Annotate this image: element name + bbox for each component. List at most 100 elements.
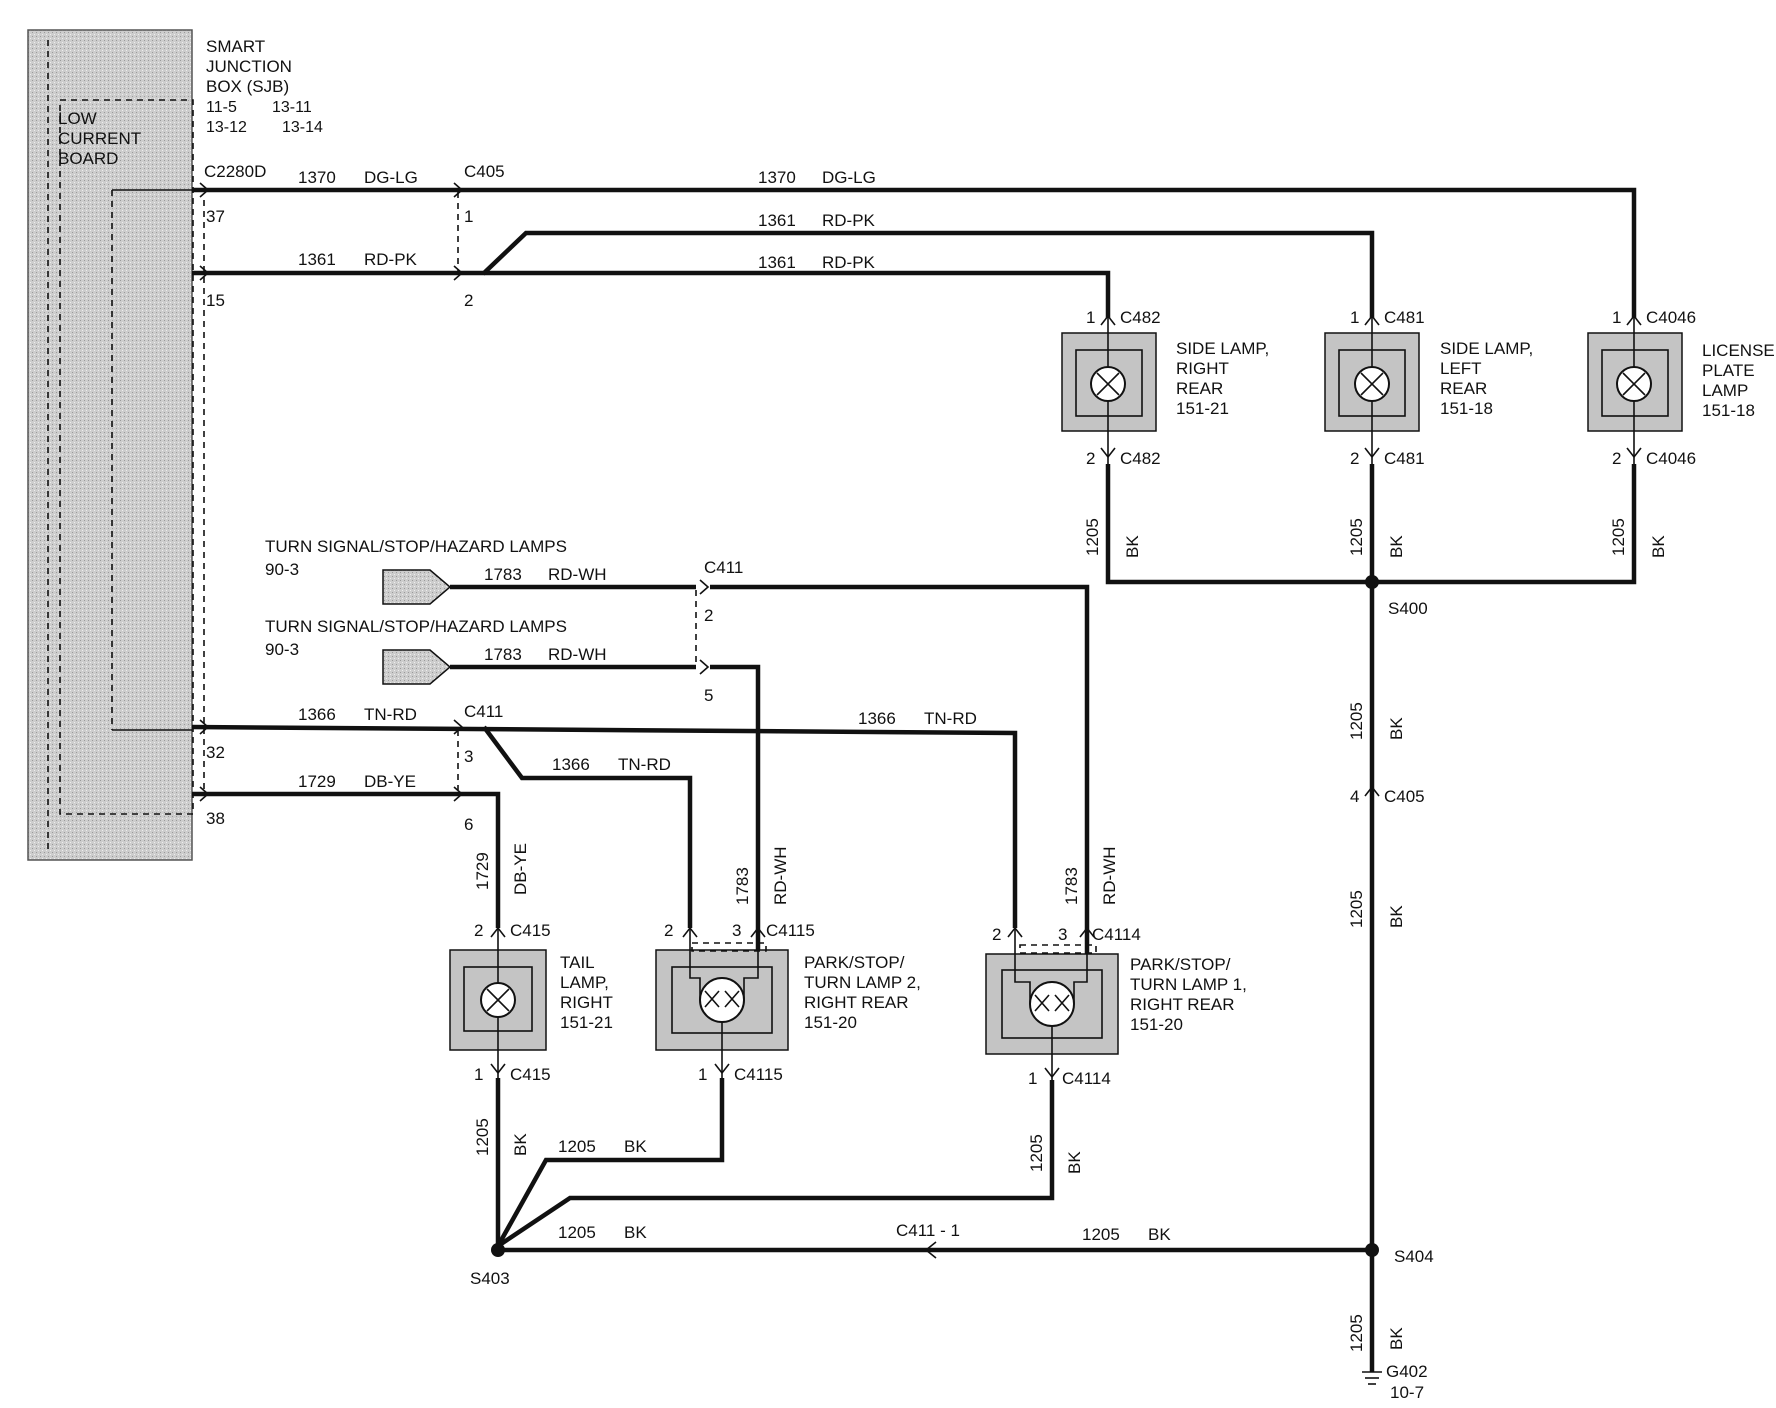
c4115-bottom-pin: 1: [698, 1065, 707, 1084]
c405-pin-2: 2: [464, 291, 473, 310]
wire-1370-color-a: DG-LG: [364, 168, 418, 187]
splice-s404: S404: [1365, 1243, 1434, 1266]
sjb-title-line-3: BOX (SJB): [206, 77, 289, 96]
l1205-a-color: BK: [511, 1133, 530, 1156]
c405-pin-4: 4: [1350, 787, 1359, 806]
lamp-license-plate: 1 C4046 2 C4046 LICENSE PLATE LAMP 151-1…: [1587, 308, 1775, 468]
w1729-color-b: DB-YE: [511, 843, 530, 895]
s404-label: S404: [1394, 1247, 1434, 1266]
lamp-side-right-rear: 1 C482 2 C482 SIDE LAMP, RIGHT REAR 151-…: [1061, 308, 1269, 468]
v1205-b-num: 1205: [1347, 890, 1366, 928]
ground-g402: G402 10-7: [1362, 1362, 1428, 1402]
wire-1361-num-c: 1361: [758, 253, 796, 272]
c405-label: C405: [464, 162, 505, 181]
sjb-ref-1: 11-5: [206, 99, 237, 116]
pst2-line-2: TURN LAMP 2,: [804, 973, 921, 992]
c4046-bottom-pin: 2: [1612, 449, 1621, 468]
c4115-bottom-label: C4115: [734, 1065, 783, 1084]
connector-c411-upper: C411 2 5: [695, 558, 743, 705]
board-label-line-1: LOW: [58, 109, 97, 128]
lamp-park-stop-turn-2: 2 3 C4115 1 C4115 PARK/STOP/ TURN LAMP 2…: [655, 921, 921, 1084]
wire-1729: 1729 DB-YE 1729 DB-YE: [192, 772, 530, 928]
wire-1205-lower: 1205 BK 1205 BK 1205 BK 1205 BK C411 - 1…: [473, 582, 1425, 1372]
sjb-pin-32: 32: [206, 743, 225, 762]
c405-pin-1: 1: [464, 207, 473, 226]
sjb-title-line-1: SMART: [206, 37, 265, 56]
c4114-bottom-pin: 1: [1028, 1069, 1037, 1088]
c482-top-label: C482: [1120, 308, 1161, 327]
l1205-c-color: BK: [1065, 1151, 1084, 1174]
pst2-line-1: PARK/STOP/: [804, 953, 905, 972]
c415-top-pin: 2: [474, 921, 483, 940]
w1366-num-a: 1366: [298, 705, 336, 724]
c481-top-pin: 1: [1350, 308, 1359, 327]
w1729-num-b: 1729: [473, 852, 492, 890]
side-rr-line-2: RIGHT: [1176, 359, 1229, 378]
w1783-num-b: 1783: [484, 645, 522, 664]
sjb-ref-3: 13-12: [206, 119, 247, 136]
c481-top-label: C481: [1384, 308, 1425, 327]
g1205-a-color: BK: [1123, 535, 1142, 558]
wire-1370-num-b: 1370: [758, 168, 796, 187]
c405-lower-label: C405: [1384, 787, 1425, 806]
w1366-num-b: 1366: [552, 755, 590, 774]
l1205-c-num: 1205: [1027, 1134, 1046, 1172]
c411-lower-pin-3: 3: [464, 747, 473, 766]
c482-bottom-pin: 2: [1086, 449, 1095, 468]
sjb-connector-label: C2280D: [204, 162, 266, 181]
pst1-line-2: TURN LAMP 1,: [1130, 975, 1247, 994]
v1205-a-color: BK: [1387, 717, 1406, 740]
c482-bottom-label: C482: [1120, 449, 1161, 468]
side-rr-line-4: 151-21: [1176, 399, 1229, 418]
c4114-bottom-label: C4114: [1062, 1069, 1111, 1088]
v1205-c-num: 1205: [1347, 1314, 1366, 1352]
wire-1361-num-b: 1361: [758, 211, 796, 230]
sjb-pin-38: 38: [206, 809, 225, 828]
turn-signal-2-label: TURN SIGNAL/STOP/HAZARD LAMPS: [265, 617, 567, 636]
s403-label: S403: [470, 1269, 510, 1288]
sjb-ref-2: 13-11: [272, 99, 312, 116]
board-label-line-2: CURRENT: [58, 129, 141, 148]
c481-bottom-label: C481: [1384, 449, 1425, 468]
lamp-park-stop-turn-1: 2 3 C4114 1 C4114 PARK/STOP/ TURN LAMP 1…: [985, 925, 1247, 1088]
license-line-3: LAMP: [1702, 381, 1748, 400]
splice-s403: S403: [470, 1243, 510, 1288]
tail-r-line-2: LAMP,: [560, 973, 609, 992]
l1205-e-num: 1205: [1082, 1225, 1120, 1244]
c4115-pin-2: 2: [664, 921, 673, 940]
g1205-b-color: BK: [1387, 535, 1406, 558]
g1205-a-num: 1205: [1083, 518, 1102, 556]
w1729-num-a: 1729: [298, 772, 336, 791]
c411-lower-pin-6: 6: [464, 815, 473, 834]
wire-1370: 1370 DG-LG 1370 DG-LG: [192, 168, 1637, 318]
pst1-line-4: 151-20: [1130, 1015, 1183, 1034]
wire-1361-color-a: RD-PK: [364, 250, 418, 269]
side-lr-line-1: SIDE LAMP,: [1440, 339, 1533, 358]
c415-bottom-pin: 1: [474, 1065, 483, 1084]
l1205-b-num: 1205: [558, 1137, 596, 1156]
pst2-line-4: 151-20: [804, 1013, 857, 1032]
w1783-color-d: RD-WH: [1100, 846, 1119, 905]
c411-pin1-label: C411 - 1: [896, 1221, 960, 1240]
c411-upper-pin-2: 2: [704, 606, 713, 625]
pst1-line-1: PARK/STOP/: [1130, 955, 1231, 974]
c411-lower-label: C411: [464, 702, 503, 721]
side-lr-line-3: REAR: [1440, 379, 1487, 398]
g402-ref: 10-7: [1390, 1383, 1424, 1402]
wire-1205-upper: 1205 BK 1205 BK 1205 BK: [1083, 464, 1668, 585]
c481-bottom-pin: 2: [1350, 449, 1359, 468]
pst2-line-3: RIGHT REAR: [804, 993, 909, 1012]
c4114-top-label: C4114: [1092, 925, 1141, 944]
w1366-color-a: TN-RD: [364, 705, 417, 724]
c4115-pin-3: 3: [732, 921, 741, 940]
board-label-line-3: BOARD: [58, 149, 118, 168]
w1783-color-a: RD-WH: [548, 565, 607, 584]
l1205-b-color: BK: [624, 1137, 647, 1156]
wire-1783: 1783 RD-WH 1783 RD-WH 1783 RD-WH 1783 RD…: [484, 565, 1119, 960]
sjb-pin-15: 15: [206, 291, 225, 310]
wire-1361-color-b: RD-PK: [822, 211, 876, 230]
sjb-title-line-2: JUNCTION: [206, 57, 292, 76]
c4046-top-pin: 1: [1612, 308, 1621, 327]
turn-signal-input-2: TURN SIGNAL/STOP/HAZARD LAMPS 90-3: [265, 617, 696, 685]
